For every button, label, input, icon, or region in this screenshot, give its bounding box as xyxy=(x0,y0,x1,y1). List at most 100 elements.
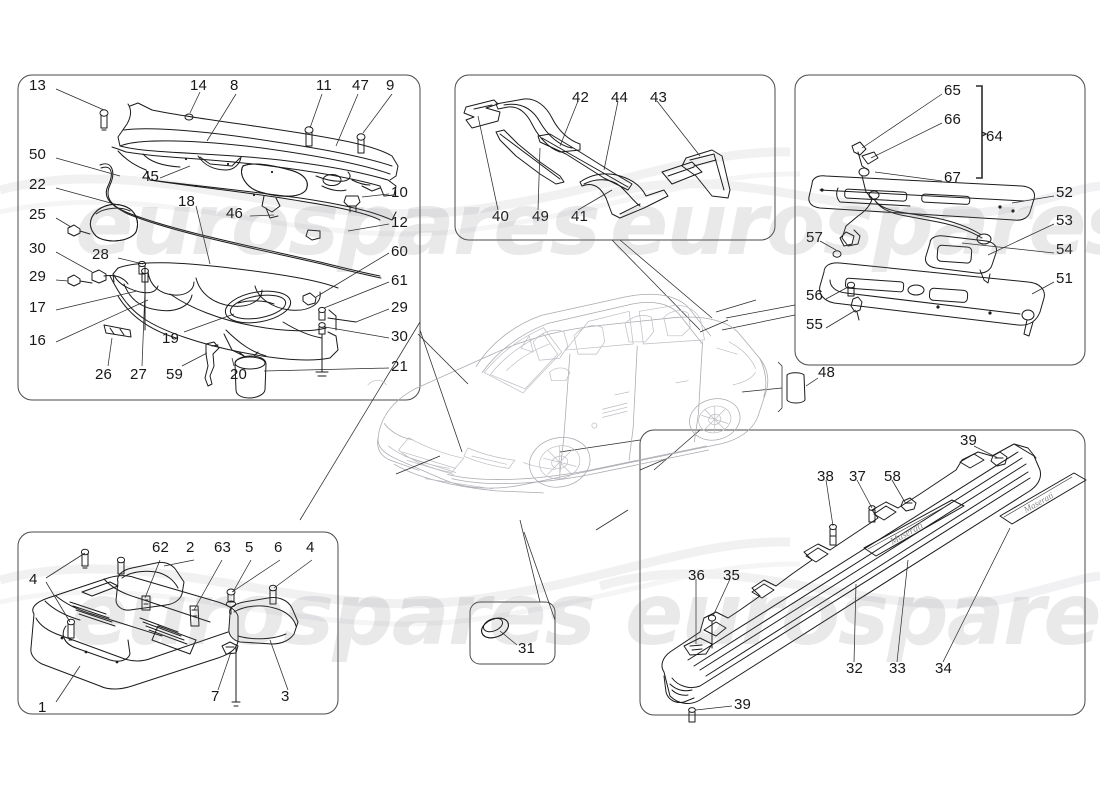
trim-51 xyxy=(819,262,1045,326)
bolt-4-b xyxy=(116,556,126,575)
fastener-58 xyxy=(900,497,917,512)
bolt-4-c xyxy=(66,618,76,641)
callout-39-lower: 39 xyxy=(734,696,752,713)
fastener-39-a xyxy=(990,451,1008,467)
callout-40: 40 xyxy=(492,208,510,225)
callout-21: 21 xyxy=(391,358,409,375)
callout-58: 58 xyxy=(884,468,902,485)
panel-border-trimstrips xyxy=(454,74,776,241)
callout-65: 65 xyxy=(944,82,962,99)
callout-leader-lines xyxy=(45,85,1055,711)
bolt-4-a xyxy=(80,548,90,569)
nut-30-left xyxy=(91,269,107,284)
part-49 xyxy=(495,129,565,185)
screw-55 xyxy=(850,296,863,321)
callout-18: 18 xyxy=(178,193,196,210)
callout-25: 25 xyxy=(29,206,47,223)
callout-56: 56 xyxy=(806,287,824,304)
screw-61 xyxy=(318,306,326,321)
callout-29-right: 29 xyxy=(391,299,409,316)
callout-46: 46 xyxy=(226,205,244,222)
undertray-1 xyxy=(30,575,239,690)
callout-50: 50 xyxy=(29,146,47,163)
callout-30-left: 30 xyxy=(29,240,47,257)
callout-60: 60 xyxy=(391,243,409,260)
fastener-38 xyxy=(829,523,837,546)
screw-25 xyxy=(67,224,91,237)
panel-border-reartrim xyxy=(794,74,1086,366)
callout-9: 9 xyxy=(386,77,395,94)
part-41 xyxy=(579,173,669,219)
panel-to-vehicle-connectors xyxy=(299,239,796,621)
callout-54: 54 xyxy=(1056,241,1074,258)
sill-plate-34: Maserati xyxy=(999,472,1087,525)
callout-53: 53 xyxy=(1056,212,1074,229)
callout-42: 42 xyxy=(572,89,590,106)
callout-45: 45 xyxy=(142,168,160,185)
duct-21 xyxy=(234,351,267,399)
plate-36 xyxy=(683,637,713,656)
seal-50 xyxy=(99,163,381,277)
cowl-assembly-art xyxy=(67,102,399,399)
car-marker-front xyxy=(395,455,441,475)
callout-3: 3 xyxy=(281,688,290,705)
callout-4-right: 4 xyxy=(306,539,315,556)
lamp-unit-53 xyxy=(925,235,997,284)
callout-35: 35 xyxy=(723,567,741,584)
ring-14 xyxy=(184,113,194,121)
trim-52 xyxy=(808,175,1035,221)
panel-border-grommet xyxy=(469,601,556,665)
callout-4-left: 4 xyxy=(29,571,38,588)
callout-27: 27 xyxy=(130,366,148,383)
callout-61: 61 xyxy=(391,272,409,289)
car-marker-sill xyxy=(595,509,629,531)
callout-62: 62 xyxy=(152,539,170,556)
part-40 xyxy=(463,99,501,129)
clip-12 xyxy=(305,229,321,241)
callout-22: 22 xyxy=(29,176,47,193)
callout-32: 32 xyxy=(846,660,864,677)
shield-2 xyxy=(115,561,185,611)
callout-12: 12 xyxy=(391,214,409,231)
callout-36: 36 xyxy=(688,567,706,584)
callout-1: 1 xyxy=(38,699,47,716)
bolt-13 xyxy=(99,109,109,131)
callout-29-left: 29 xyxy=(29,268,47,285)
callout-41: 41 xyxy=(571,208,589,225)
callout-59: 59 xyxy=(166,366,184,383)
callout-49: 49 xyxy=(532,208,550,225)
callout-66: 66 xyxy=(944,111,962,128)
callout-10: 10 xyxy=(391,184,409,201)
callout-67: 67 xyxy=(944,169,962,186)
vehicle-outline xyxy=(367,293,769,494)
pin-28 xyxy=(137,260,147,275)
trim-strips-art xyxy=(463,98,731,219)
callout-52: 52 xyxy=(1056,184,1074,201)
panel-border-cowl xyxy=(17,74,421,401)
callout-16: 16 xyxy=(29,332,47,349)
screw-29-right xyxy=(318,317,357,335)
callout-48: 48 xyxy=(818,364,836,381)
fastener-37 xyxy=(868,505,876,523)
callout-51: 51 xyxy=(1056,270,1074,287)
callout-14: 14 xyxy=(190,77,208,94)
callout-26: 26 xyxy=(95,366,113,383)
callout-28: 28 xyxy=(92,246,110,263)
clip-7 xyxy=(221,641,239,655)
screw-56 xyxy=(846,281,856,297)
callout-38: 38 xyxy=(817,468,835,485)
callout-19: 19 xyxy=(162,330,180,347)
bolt-9 xyxy=(356,133,366,154)
car-marker-trunk xyxy=(715,299,757,313)
callout-47: 47 xyxy=(352,77,370,94)
grommet-31-art xyxy=(481,617,509,639)
callout-20: 20 xyxy=(230,366,248,383)
fastener-39-b xyxy=(688,707,696,723)
callout-31: 31 xyxy=(518,640,536,657)
sill-cover-32 xyxy=(661,443,1041,704)
callout-64: 64 xyxy=(986,128,1004,145)
bolt-4-d xyxy=(268,584,278,605)
screw-60 xyxy=(302,292,317,306)
